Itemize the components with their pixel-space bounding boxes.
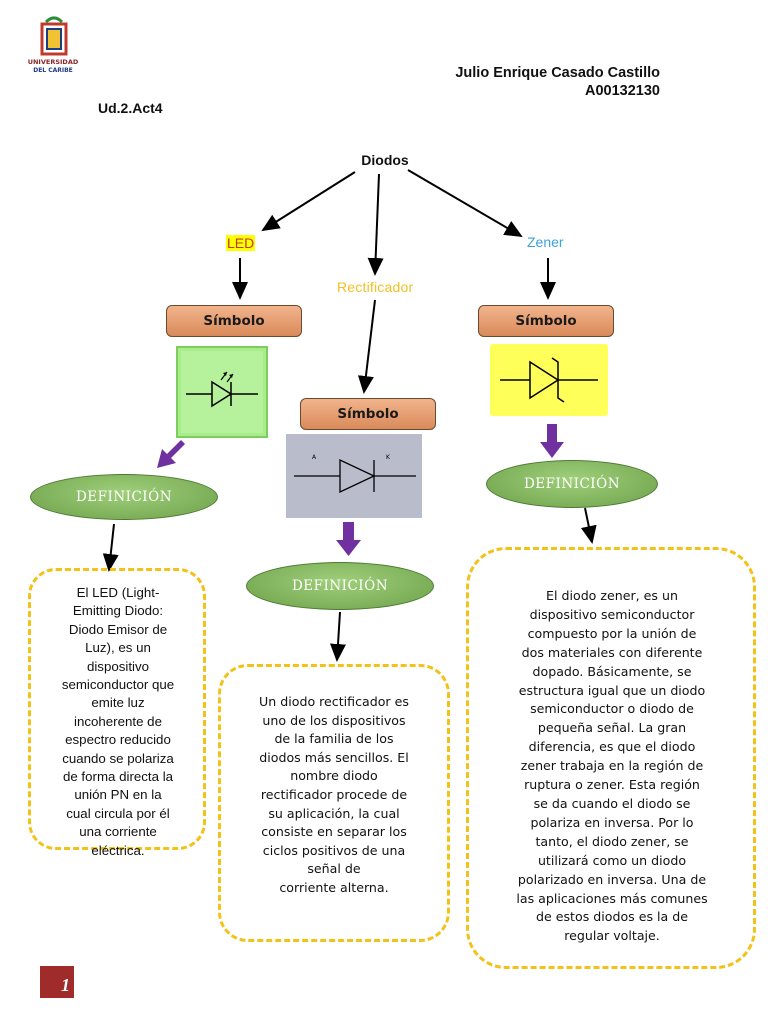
zener-simbolo-box: Símbolo [478,305,614,337]
definition-line: semiconductor que [61,677,175,693]
definition-line: polarizado en inversa. Una de [517,871,707,887]
definition-line: espectro reducido [65,732,171,748]
definition-line: zener trabaja en la región de [520,758,704,774]
definition-line: dispositivo [86,658,150,674]
definition-line: de la familia de los [274,731,394,747]
root-node: Diodos [361,152,409,168]
definition-line: dispositivo semiconductor [529,606,695,622]
definition-line: consiste en separar los [261,824,407,840]
zener-symbol-icon [490,344,608,416]
definition-line: dos materiales con diferente [521,644,703,660]
definition-line: El LED (Light- [76,585,160,600]
definition-line: utilizará como un diodo [537,852,687,868]
definition-line: Un diodo rectificador es [259,694,409,709]
arrow-rectificador-to-simbolo [357,299,376,394]
rectificador-simbolo-box: Símbolo [300,398,436,430]
led-simbolo-box: Símbolo [166,305,302,337]
led-definition-box [28,568,206,850]
definition-line: Emitting Diodo: [72,603,164,619]
arrow-root-to-led [261,171,356,232]
definition-line: El diodo zener, es un [546,588,678,603]
arrow-led-def-to-box [102,523,119,572]
purple-arrow-led [157,436,185,468]
activity-code: Ud.2.Act4 [98,100,163,116]
definition-line: una corriente [79,824,157,840]
definition-line: cuando se polariza [62,750,174,766]
definition-line: cual circula por él [66,805,170,821]
definition-line: pequeña señal. La gran [537,720,687,736]
anode-label: A [312,454,317,461]
zener-definicion-ellipse: DEFINICIÓN [486,460,658,508]
definition-line: polariza en inversa. Por lo [530,814,694,830]
author-name: Julio Enrique Casado Castillo [455,65,660,81]
definition-line: uno de los dispositivos [262,712,406,728]
page-number-badge: 1 [40,966,74,998]
author-block: Julio Enrique Casado Castillo A00132130 [360,64,660,100]
rectificador-label: Rectificador [337,279,414,295]
zener-definition-text: El diodo zener, es un dispositivo semicon… [486,587,738,946]
rectificador-definition-box [218,664,450,942]
definition-line: regular voltaje. [564,928,660,944]
definition-line: diodos más sencillos. El [259,749,409,765]
led-definicion-ellipse: DEFINICIÓN [30,474,218,520]
definition-line: diferencia, es que el diodo [528,739,696,755]
rectificador-definition-text: Un diodo rectificador es uno de los dispo… [234,693,434,898]
university-crest-icon [40,16,68,56]
definition-line: ruptura o zener. Esta región [524,777,700,793]
led-definition-text: El LED (Light- Emitting Diodo: Diodo Emiso… [46,584,190,860]
arrow-zener-def-to-box [580,507,597,544]
cathode-label: K [386,454,391,461]
definition-line: compuesto por la unión de [527,625,697,641]
led-symbol-icon [176,346,268,438]
definition-line: tanto, el diodo zener, se [535,833,689,849]
definition-line: emite luz [91,695,145,711]
zener-definition-box [466,547,756,969]
led-label: LED [226,235,256,251]
arrow-root-to-zener [407,169,523,238]
definition-line: señal de [307,861,361,877]
purple-arrow-rect [336,522,361,556]
definition-line: nombre diodo [290,768,378,784]
logo-line1: UNIVERSIDAD [27,58,79,66]
definition-line: Luz), es un [85,640,151,656]
definition-line: su aplicación, la cual [268,805,400,821]
definition-line: de estos diodos es la de [536,909,688,925]
definition-line: ciclos positivos de una [262,842,406,858]
rectificador-definicion-ellipse: DEFINICIÓN [246,562,434,610]
definition-line: corriente alterna. [279,879,389,895]
definition-line: las aplicaciones más comunes [516,890,708,906]
rectificador-symbol-icon: A K [286,434,422,518]
arrow-rect-def-to-box [330,611,346,662]
logo-line2: DEL CARIBE [33,67,73,74]
definition-line: eléctrica. [91,842,145,858]
definition-line: dopado. Básicamente, se [532,663,692,679]
definition-line: incoherente de [74,713,162,729]
definition-line: estructura igual que un diodo [518,682,706,698]
definition-line: se da cuando el diodo se [533,795,691,811]
definition-line: Diodo Emisor de [68,621,168,637]
definition-line: unión PN en la [74,787,162,803]
definition-line: semiconductor o diodo de [530,701,694,717]
arrow-root-to-rectificador [367,173,384,276]
definition-line: rectificador procede de [260,786,408,802]
author-id: A00132130 [585,83,660,99]
purple-arrow-zener [540,424,564,458]
zener-label: Zener [527,234,564,250]
university-logo: UNIVERSIDAD DEL CARIBE [18,14,88,84]
definition-line: de forma directa la [62,769,174,785]
